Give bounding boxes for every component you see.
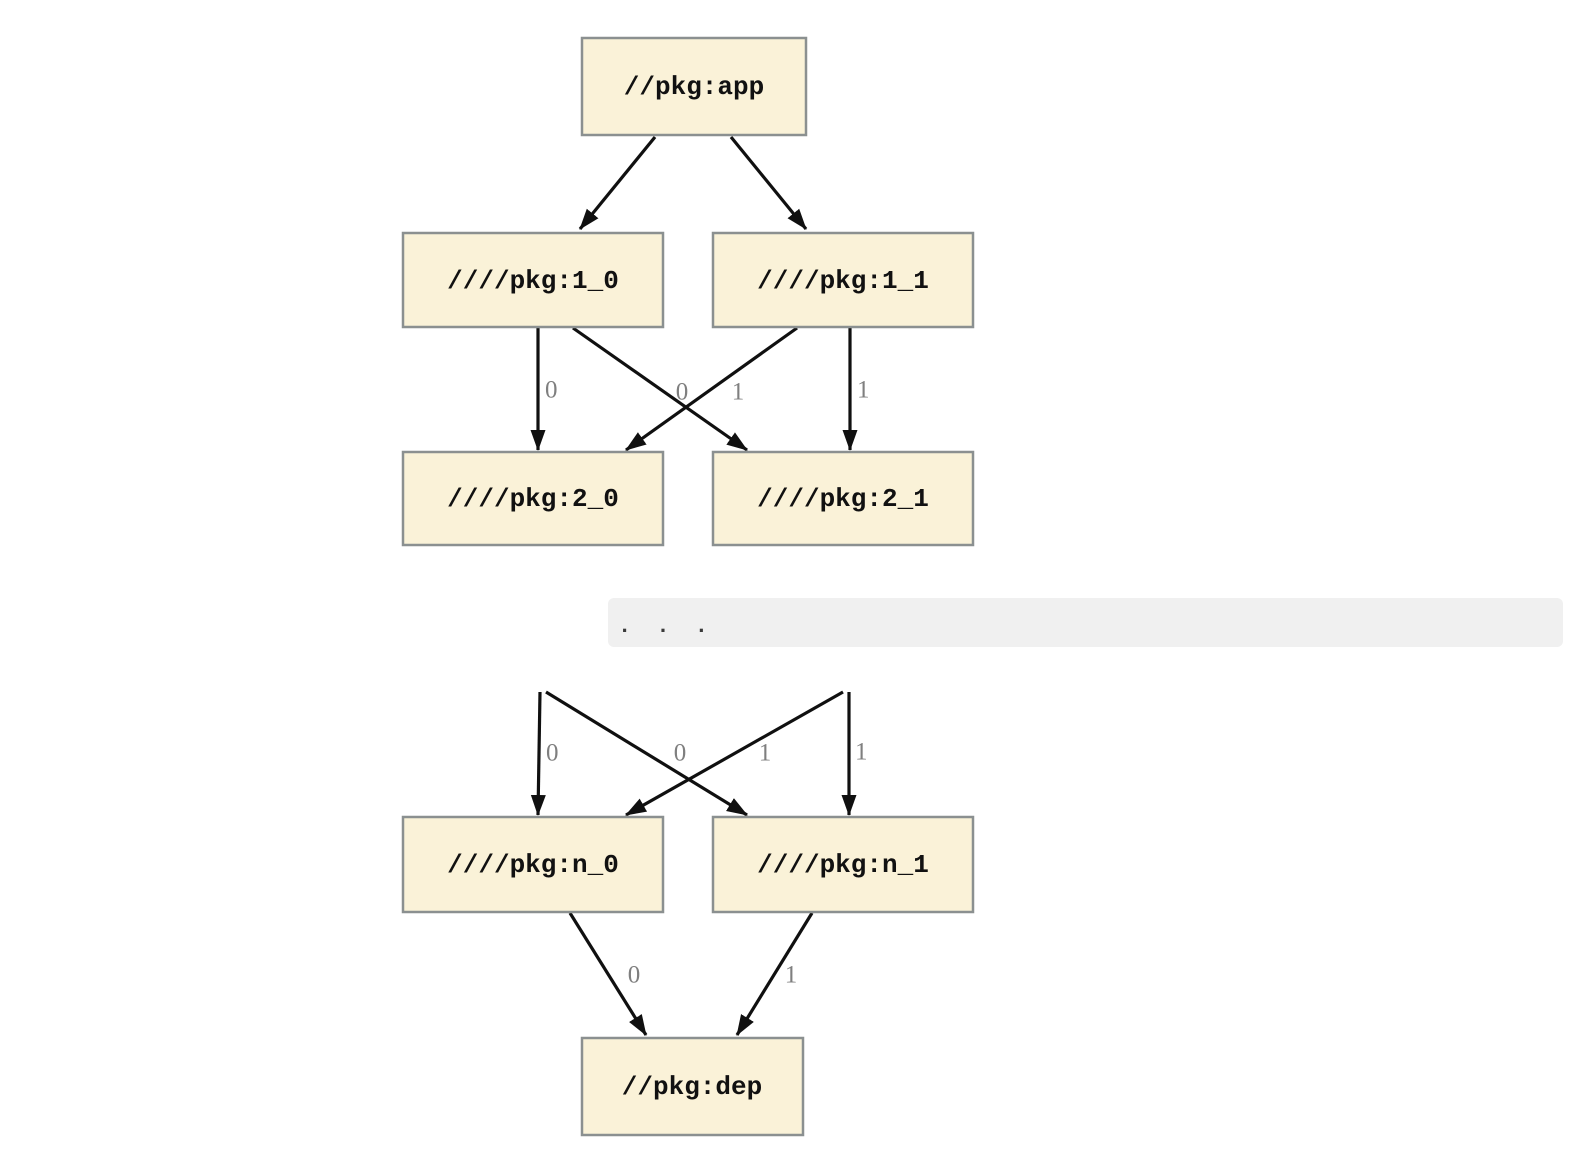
node-pkg-n_1-box [711,815,975,914]
edge-app-to-1_1 [729,135,808,231]
node-pkg-2_1-label: ////pkg:2_1 [757,484,929,514]
node-pkg-1_0-label: ////pkg:1_0 [447,266,619,296]
node-pkg-1_0-box [401,231,665,329]
edge-label-1_1-2_1: 1 [857,377,870,404]
edge-1_1-to-2_0 [625,326,798,452]
edge-label-elided-n_1-straight: 1 [855,739,868,766]
edge-label-1_0-2_1: 1 [732,379,745,406]
edge-n_0-to-dep [568,912,648,1036]
elided-levels-band: . . . [608,598,1563,647]
node-pkg-dep-box [580,1036,805,1137]
edge-label-1_1-2_0: 0 [676,379,689,406]
node-pkg-app-box [580,36,808,137]
node-pkg-n_1: ////pkg:n_1 [711,815,975,914]
edge-elided-to-n_0-straight [530,691,546,816]
node-pkg-1_1: ////pkg:1_1 [711,231,975,329]
edge-label-elided-n_0-cross: 0 [674,740,687,767]
node-pkg-2_1: ////pkg:2_1 [711,450,975,547]
node-pkg-n_0-label: ////pkg:n_0 [447,850,619,880]
node-pkg-1_1-label: ////pkg:1_1 [757,266,929,296]
node-pkg-n_1-label: ////pkg:n_1 [757,850,929,880]
edge-elided-to-n_1-cross [545,690,748,817]
elided-levels-band-text: . . . [618,614,714,639]
node-pkg-dep-label: //pkg:dep [622,1072,762,1102]
edge-label-1_0-2_0: 0 [545,377,558,404]
node-pkg-dep: //pkg:dep [580,1036,805,1137]
node-pkg-1_1-box [711,231,975,329]
edge-label-n_0-dep: 0 [628,962,641,989]
node-pkg-2_1-box [711,450,975,547]
edge-label-elided-n_1-cross: 1 [759,740,772,767]
edge-n_1-to-dep [735,912,814,1036]
node-pkg-app-label: //pkg:app [624,72,764,102]
node-pkg-n_0-box [401,815,665,914]
elided-levels-band-box [608,598,1563,647]
node-pkg-app: //pkg:app [580,36,808,137]
node-pkg-2_0-box [401,450,665,547]
edge-1_0-to-2_1 [572,326,748,452]
edge-app-to-1_0 [578,135,657,231]
edge-elided-to-n_0-cross [625,690,844,817]
edge-label-elided-n_0-straight: 0 [546,740,559,767]
node-pkg-2_0: ////pkg:2_0 [401,450,665,547]
node-pkg-1_0: ////pkg:1_0 [401,231,665,329]
node-pkg-n_0: ////pkg:n_0 [401,815,665,914]
node-pkg-2_0-label: ////pkg:2_0 [447,484,619,514]
edge-label-n_1-dep: 1 [785,962,798,989]
